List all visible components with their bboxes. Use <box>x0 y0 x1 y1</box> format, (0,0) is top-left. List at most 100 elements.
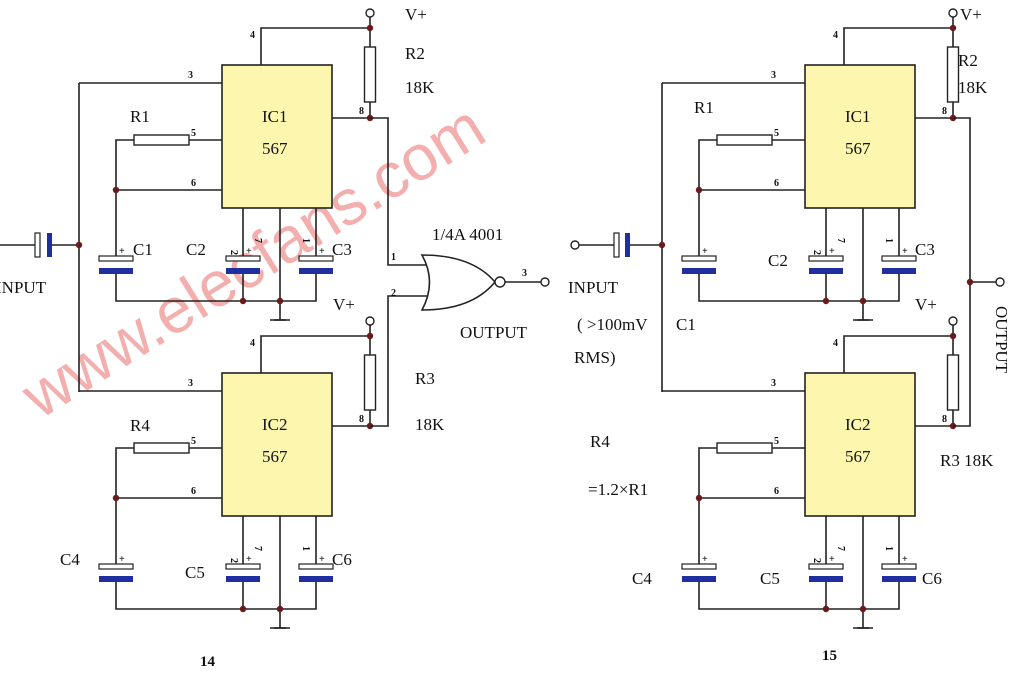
pin-4-label: 4 <box>250 338 255 349</box>
ground-bus-wire <box>115 582 317 610</box>
input-coupling-capacitor-plate <box>47 233 52 257</box>
capacitor-plate-negative <box>809 576 843 582</box>
r3-label: R3 <box>415 369 435 388</box>
capacitor-plate-positive <box>808 255 844 262</box>
c2-label: C2 <box>186 240 206 259</box>
junction-dot <box>366 332 374 340</box>
input-label: INPUT <box>0 278 47 297</box>
input-spec-label: ( >100mV <box>577 315 648 334</box>
pin4-supply-wire <box>843 27 953 65</box>
pullup-resistor <box>946 46 960 103</box>
ic-name-label: IC1 <box>845 107 871 126</box>
r4-relation-label: =1.2×R1 <box>588 480 648 499</box>
c5-label: C5 <box>185 563 205 582</box>
pin-3-label: 3 <box>188 70 193 81</box>
ground-bus-wire <box>115 274 317 302</box>
output-filter-capacitor <box>298 255 334 274</box>
pin-3-label: 3 <box>771 378 776 389</box>
timing-capacitor <box>681 255 717 274</box>
input-coupling-capacitor <box>613 232 620 258</box>
pin-7-label: 7 <box>252 546 263 551</box>
capacitor-plate-positive <box>808 563 844 570</box>
capacitor-plus-mark: + <box>119 554 125 565</box>
c6-label: C6 <box>332 550 352 569</box>
junction-dot <box>239 297 247 305</box>
input-spec-label-2: RMS) <box>574 348 616 367</box>
pin-5-label: 5 <box>191 128 196 139</box>
timing-wire <box>698 447 805 564</box>
pin-6-label: 6 <box>191 178 196 189</box>
pin-4-label: 4 <box>250 30 255 41</box>
c4-label: C4 <box>632 569 652 588</box>
pullup-resistor <box>363 354 377 411</box>
c3-label: C3 <box>915 240 935 259</box>
capacitor-plus-mark: + <box>829 246 835 257</box>
capacitor-plate-positive <box>681 563 717 570</box>
c1-label: C1 <box>133 240 153 259</box>
ic-bottom-wires <box>242 208 317 321</box>
c3-label: C3 <box>332 240 352 259</box>
input-coupling-capacitor <box>34 232 41 258</box>
capacitor-plus-mark: + <box>119 246 125 257</box>
r1-label: R1 <box>694 98 714 117</box>
c1-label: C1 <box>676 315 696 334</box>
pin-2-label: 2 <box>811 250 822 255</box>
junction-dot <box>949 24 957 32</box>
ic-name-label: IC2 <box>262 415 288 434</box>
pullup-resistor <box>363 46 377 103</box>
ic-bottom-wires <box>825 208 900 321</box>
junction-dot <box>822 297 830 305</box>
capacitor-plate-negative <box>882 268 916 274</box>
output-label: OUTPUT <box>460 323 528 342</box>
timing-resistor <box>716 134 773 146</box>
pin-3-label: 3 <box>771 70 776 81</box>
pin-6-label: 6 <box>774 178 779 189</box>
pin-1-label: 1 <box>300 238 311 243</box>
c5-label: C5 <box>760 569 780 588</box>
gate-label: 1/4A 4001 <box>432 225 503 244</box>
loop-filter-capacitor <box>225 563 261 582</box>
ic-name-label: IC2 <box>845 415 871 434</box>
capacitor-plate-negative <box>99 268 133 274</box>
junction-dot <box>366 24 374 32</box>
capacitor-plate-positive <box>98 255 134 262</box>
capacitor-plus-mark: + <box>702 246 708 257</box>
figure-number-14: 14 <box>200 654 216 670</box>
pin-7-label: 7 <box>252 238 263 243</box>
pin-1-label: 1 <box>300 546 311 551</box>
pin-2-label: 2 <box>811 558 822 563</box>
nor-gate-bubble-icon <box>494 276 506 288</box>
capacitor-plate-negative <box>682 268 716 274</box>
pin4-supply-wire <box>843 335 953 373</box>
capacitor-plus-mark: + <box>319 246 325 257</box>
r2-value-label: 18K <box>958 78 988 97</box>
capacitor-plus-mark: + <box>829 554 835 565</box>
vplus-label-2: V+ <box>333 295 355 314</box>
junction-dot <box>239 605 247 613</box>
junction-dot <box>75 241 83 249</box>
capacitor-plate-positive <box>225 563 261 570</box>
pin-8-label: 8 <box>942 106 947 117</box>
vplus-terminal-icon <box>948 316 958 326</box>
pin-5-label: 5 <box>774 128 779 139</box>
c6-label: C6 <box>922 569 942 588</box>
r1-label: R1 <box>130 107 150 126</box>
r3-value-label: 18K <box>415 415 445 434</box>
ground-bus-wire <box>698 582 900 610</box>
timing-capacitor <box>98 563 134 582</box>
r4-label: R4 <box>590 432 610 451</box>
capacitor-plate-positive <box>98 563 134 570</box>
pin4-supply-wire <box>260 27 370 65</box>
gate-pin-1-label: 1 <box>391 252 396 263</box>
ic-part-label: 567 <box>262 139 288 158</box>
vplus-terminal-icon <box>365 316 375 326</box>
capacitor-plate-negative <box>226 268 260 274</box>
timing-resistor <box>133 442 190 454</box>
r4-label: R4 <box>130 416 150 435</box>
ic-bottom-wires <box>242 516 317 629</box>
pin-3-label: 3 <box>188 378 193 389</box>
capacitor-plus-mark: + <box>246 554 252 565</box>
capacitor-plate-positive <box>225 255 261 262</box>
vplus-label-2: V+ <box>915 295 937 314</box>
ic-567-body <box>804 64 916 209</box>
